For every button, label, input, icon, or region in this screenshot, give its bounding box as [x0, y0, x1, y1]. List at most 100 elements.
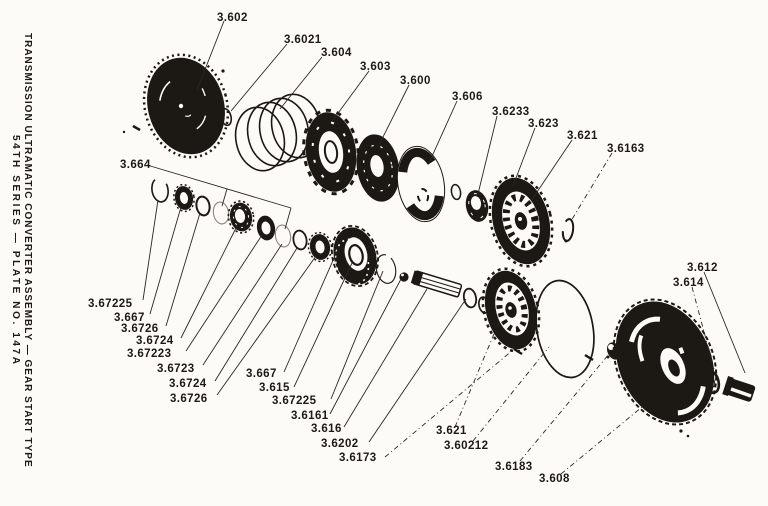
part-front-cover-body: [147, 57, 225, 155]
part-label-3.6726: 3.6726: [121, 323, 159, 335]
part-housing-shine-2: [637, 323, 687, 389]
part-label-3.615: 3.615: [259, 382, 290, 394]
leader-line: [196, 20, 225, 91]
part-front-cover-arc1: [160, 71, 208, 133]
part-label-3.616: 3.616: [311, 423, 342, 435]
leader-line: [230, 43, 288, 112]
part-plate-disc-band: [397, 147, 445, 221]
leader-line: [149, 206, 182, 315]
part-washer: [703, 369, 721, 395]
part-label-3.608: 3.608: [539, 473, 570, 485]
leader-line: [368, 298, 467, 443]
part-label-3.621: 3.621: [436, 425, 467, 437]
part-label-3.6724: 3.6724: [169, 378, 207, 390]
part-sprag-rim: [331, 225, 379, 287]
part-output-shaft-slot: [730, 387, 752, 398]
part-speck-3: [132, 124, 141, 132]
part-ring-9-hole: [315, 240, 325, 254]
plate-sidebar: 54TH SERIES — PLATE NO. 147A TRANSMISSIO…: [10, 0, 33, 501]
part-label-3.67223: 3.67223: [127, 348, 171, 360]
part-seal-ring: [219, 107, 233, 127]
leader-line: [330, 270, 384, 400]
part-ring-3: [195, 195, 211, 217]
part-sprag-race: [348, 244, 364, 266]
part-turbine-blades: [496, 285, 528, 333]
part-label-3.6161: 3.6161: [291, 410, 329, 422]
leader-line: [146, 164, 292, 209]
part-spring-loop-1: [234, 106, 286, 172]
part-housing-shine-1: [627, 316, 707, 416]
leader-line: [202, 243, 283, 366]
part-label-3.606: 3.606: [452, 91, 483, 103]
part-clutch-inner: [318, 131, 344, 173]
part-label-3.614: 3.614: [673, 277, 704, 289]
leader-line: [477, 115, 498, 195]
part-label-3.60212: 3.60212: [444, 440, 488, 452]
part-clutch-notches: [311, 121, 351, 183]
leader-line: [343, 288, 428, 428]
leader-line: [279, 56, 323, 110]
part-plate-disc-face: [396, 145, 446, 223]
part-label-3.6724: 3.6724: [136, 335, 174, 347]
part-label-3.6233: 3.6233: [492, 106, 530, 118]
part-impeller-blades: [502, 193, 540, 249]
part-impeller-hub-dot: [518, 217, 522, 221]
part-label-3.67225: 3.67225: [272, 395, 317, 407]
leader-line: [332, 70, 370, 121]
leader-line: [293, 262, 353, 388]
part-ring-5-hole: [234, 209, 246, 223]
part-ball-highlight: [401, 273, 404, 277]
leader-line: [329, 278, 402, 415]
part-front-cover-rim: [142, 53, 230, 159]
part-speck-4: [122, 130, 126, 134]
part-shaft-spline-1: [415, 275, 461, 290]
part-front-cover-mark: [180, 109, 192, 117]
part-housing-center-dot: [668, 359, 680, 377]
part-snap-clip: [561, 218, 575, 242]
part-turbine-hub-dot: [508, 306, 512, 310]
part-shaft-spline-2: [414, 279, 460, 294]
part-retainer-bite: [608, 344, 614, 350]
leader-line: [691, 286, 715, 370]
part-label-3.6021: 3.6021: [284, 34, 322, 46]
leader-line: [472, 346, 550, 442]
part-ring-5-marks: [232, 206, 250, 228]
part-small-oring: [450, 183, 462, 201]
part-label-3.6723: 3.6723: [157, 363, 195, 375]
leader-line: [284, 207, 292, 230]
part-label-3.67225: 3.67225: [88, 298, 133, 310]
part-housing-rim: [612, 298, 718, 426]
part-label-3.600: 3.600: [400, 75, 431, 87]
part-turbine-hub: [505, 302, 517, 318]
part-ring-9-teeth: [307, 231, 333, 263]
part-shaft-spline-3: [413, 283, 459, 298]
leader-line: [560, 406, 643, 475]
part-ring-2-hole: [179, 192, 189, 204]
plate-title-vertical: TRANSMISSION ULTRAMATIC CONVERTER ASSEMB…: [22, 33, 33, 468]
part-ring-2-teeth: [173, 183, 195, 213]
leader-line: [428, 100, 458, 164]
part-impeller-rim: [488, 174, 554, 268]
part-output-shaft-collar: [722, 376, 734, 396]
leader-line: [378, 84, 410, 146]
part-label-3.6163: 3.6163: [607, 143, 645, 155]
part-key-tick-2: [584, 353, 594, 362]
part-drive-disc-radial: [363, 144, 393, 192]
part-ring-7-snap: [274, 224, 292, 248]
leader-line: [570, 152, 613, 222]
part-label-3.6202: 3.6202: [321, 438, 359, 450]
leader-line: [283, 248, 339, 373]
part-ring-1-cclip: [151, 177, 169, 203]
leader-line: [703, 271, 746, 374]
part-label-3.6726: 3.6726: [170, 393, 208, 405]
part-impeller-hub: [514, 212, 528, 230]
part-ring-6-hole: [261, 221, 271, 235]
part-clutch-hub-ring: [323, 140, 339, 164]
part-label-3.623: 3.623: [528, 118, 559, 130]
part-label-3.604: 3.604: [321, 47, 352, 59]
part-thin-open-ring: [375, 254, 397, 284]
part-plate-disc-center: [416, 188, 430, 204]
part-spring-loop-3: [258, 97, 310, 163]
leader-line: [454, 321, 500, 428]
part-label-3.602: 3.602: [217, 12, 248, 24]
